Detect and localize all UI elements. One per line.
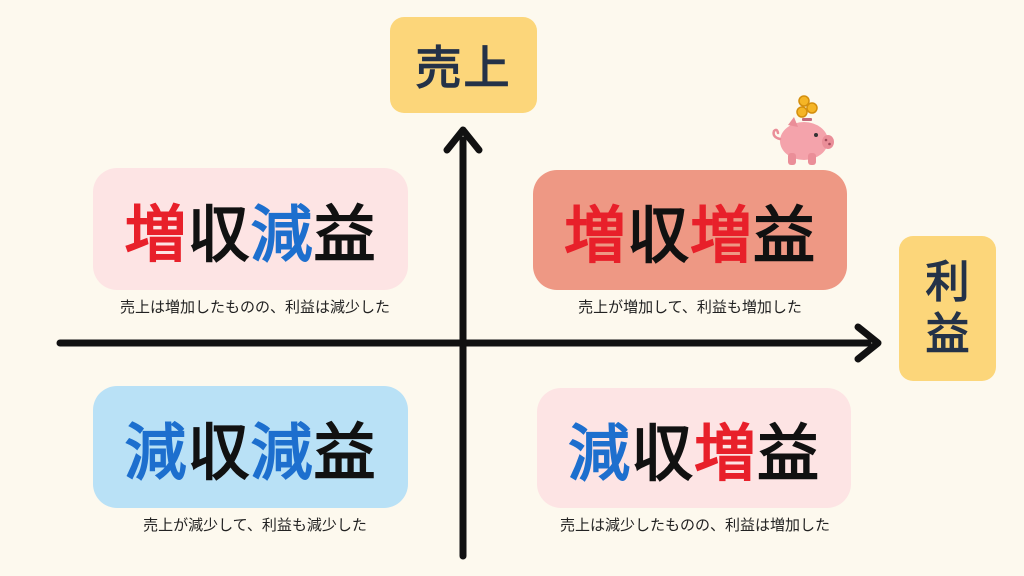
char-4: 益: [313, 198, 377, 271]
char-1: 増: [124, 198, 188, 271]
char-2: 収: [626, 199, 690, 272]
quadrant-bottom-left: 減収減益: [93, 386, 408, 508]
char-1: 減: [567, 417, 631, 490]
char-2: 収: [630, 417, 694, 490]
quadrant-top-left: 増収減益: [93, 168, 408, 290]
x-axis-label-line1: 利: [925, 256, 970, 308]
char-4: 益: [753, 199, 817, 272]
char-3: 減: [250, 416, 314, 489]
char-1: 増: [563, 199, 627, 272]
char-3: 増: [694, 417, 758, 490]
char-4: 益: [313, 416, 377, 489]
char-1: 減: [124, 416, 188, 489]
vertical-axis-arrowhead: [443, 126, 483, 154]
quadrant-bottom-left-description: 売上が減少して、利益も減少した: [143, 516, 367, 534]
horizontal-axis-arrowhead: [854, 323, 882, 363]
quadrant-top-left-description: 売上は増加したものの、利益は減少した: [119, 298, 390, 316]
quadrant-bottom-right-description: 売上は減少したものの、利益は増加した: [559, 516, 830, 534]
char-2: 収: [187, 198, 251, 271]
y-axis-label: 売上: [415, 41, 512, 95]
char-3: 増: [690, 199, 754, 272]
quadrant-top-right: 増収増益: [533, 170, 847, 290]
piggy-bank-icon: [772, 95, 834, 165]
char-4: 益: [757, 417, 821, 490]
char-2: 収: [187, 416, 251, 489]
quadrant-top-right-description: 売上が増加して、利益も増加した: [578, 298, 802, 316]
quadrant-bottom-right: 減収増益: [537, 388, 851, 508]
x-axis-label-line2: 益: [925, 308, 970, 360]
char-3: 減: [250, 198, 314, 271]
y-axis-label-box: 売上: [390, 17, 537, 113]
x-axis-label-box: 利 益: [899, 236, 996, 381]
